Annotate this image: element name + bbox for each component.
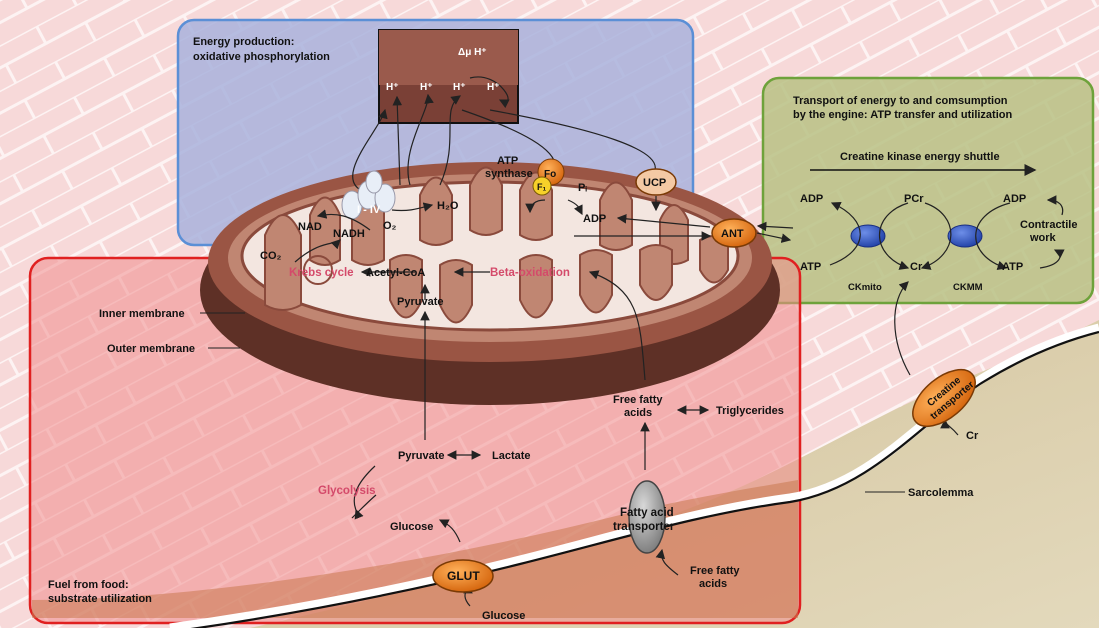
shuttle-title: Creatine kinase energy shuttle: [840, 151, 1000, 163]
sarcolemma-label: Sarcolemma: [908, 487, 974, 499]
fuel-title-2: substrate utilization: [48, 593, 152, 605]
beta-oxidation-label: Beta-oxidation: [490, 267, 570, 279]
fa-transporter-label-1: Fatty acid: [620, 507, 674, 519]
glycolysis-label: Glycolysis: [318, 485, 376, 497]
cyto-glucose-label: Glucose: [390, 521, 433, 533]
ucp-label: UCP: [643, 177, 666, 189]
shuttle-atp-right: ATP: [1002, 261, 1023, 273]
f1-label: F₁: [537, 182, 546, 192]
nadh-label: NADH: [333, 228, 365, 240]
glut-label: GLUT: [447, 569, 480, 583]
shuttle-adp-right: ADP: [1003, 193, 1026, 205]
inner-membrane-label: Inner membrane: [99, 308, 185, 320]
complex-label: I - IV: [357, 204, 381, 216]
transport-title-2: by the engine: ATP transfer and utilizat…: [793, 109, 1012, 121]
shuttle-cr: Cr: [910, 261, 923, 273]
ext-glucose-label: Glucose: [482, 610, 525, 622]
h-plus-2: H⁺: [420, 82, 433, 93]
mito-adp-label: ADP: [583, 213, 606, 225]
ext-ffa-label-1: Free fatty: [690, 565, 740, 577]
cyto-pyruvate-label: Pyruvate: [398, 450, 444, 462]
mitochondrion: [200, 162, 780, 405]
proton-gradient-upper: [379, 30, 518, 85]
pi-label: Pᵢ: [578, 182, 587, 194]
transport-title-1: Transport of energy to and comsumption: [793, 95, 1008, 107]
contractile-label-2: work: [1029, 232, 1057, 244]
fo-label: Fo: [544, 169, 556, 180]
h-plus-3: H⁺: [453, 82, 466, 93]
fuel-title-1: Fuel from food:: [48, 579, 129, 591]
ffa-label-2: acids: [624, 407, 652, 419]
delta-mu-label: Δμ H⁺: [458, 47, 487, 58]
ffa-label-1: Free fatty: [613, 394, 663, 406]
h2o-label: H₂O: [437, 200, 459, 212]
h-plus-4: H⁺: [487, 82, 500, 93]
atp-synthase-label-2: synthase: [485, 168, 533, 180]
acetyl-coa-label: Acetyl-CoA: [366, 267, 425, 279]
o2-label: O₂: [383, 220, 397, 232]
lactate-label: Lactate: [492, 450, 531, 462]
ck-mm-label: CKMM: [953, 282, 983, 293]
atp-synthase-label-1: ATP: [497, 155, 518, 167]
energy-production-title-1: Energy production:: [193, 36, 294, 48]
triglycerides-label: Triglycerides: [716, 405, 784, 417]
outer-membrane-label: Outer membrane: [107, 343, 195, 355]
shuttle-adp-left: ADP: [800, 193, 823, 205]
co2-label: CO₂: [260, 250, 282, 262]
krebs-cycle-label: Krebs cycle: [289, 267, 354, 279]
fa-transporter-label-2: transporter: [613, 521, 675, 533]
ck-mito-label: CKmito: [848, 282, 882, 293]
energy-production-title-2: oxidative phosphorylation: [193, 51, 330, 63]
ext-ffa-label-2: acids: [699, 578, 727, 590]
ext-cr-label: Cr: [966, 430, 979, 442]
h-plus-1: H⁺: [386, 82, 399, 93]
shuttle-pcr: PCr: [904, 193, 924, 205]
nad-label: NAD: [298, 221, 322, 233]
shuttle-atp-left: ATP: [800, 261, 821, 273]
ant-label: ANT: [721, 228, 744, 240]
mito-pyruvate-label: Pyruvate: [397, 296, 443, 308]
contractile-label-1: Contractile: [1020, 219, 1077, 231]
